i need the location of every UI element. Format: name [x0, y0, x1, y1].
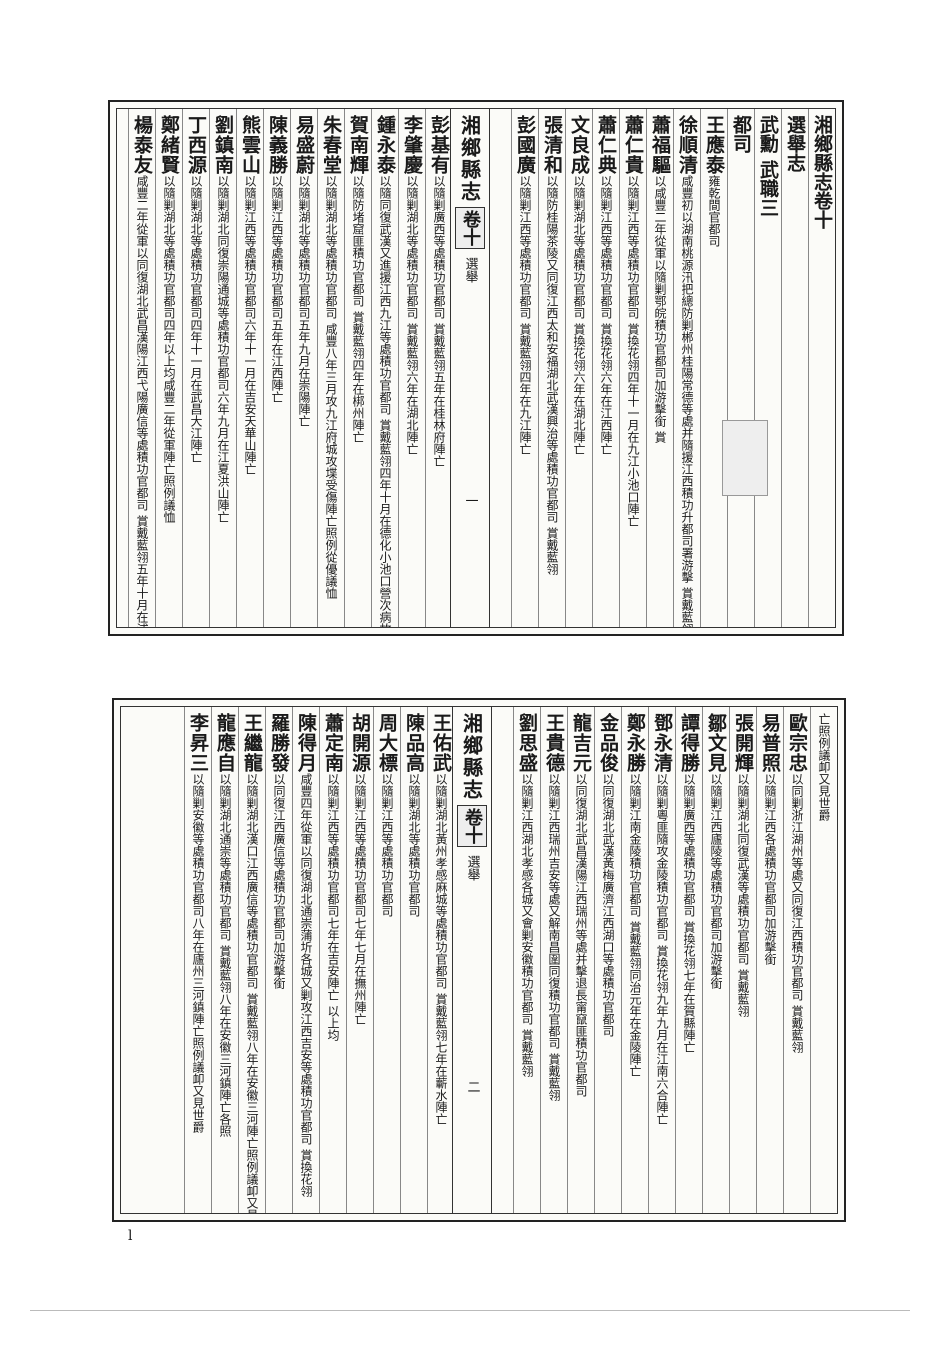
bottom-rule [30, 1310, 910, 1311]
entry: 金品俊以同復湖北武漢黃梅廣濟江西湖口等處積功官都司 [594, 707, 621, 1213]
entry: 陳義勝以隨剿江西等處積功官都司五年在江西陣亡 [263, 109, 290, 627]
lower-running-header: 湘鄉縣志 卷十 選舉 二 [452, 707, 492, 1213]
margin-mark: l [128, 1228, 133, 1244]
upper-page-frame: 湘鄉縣志卷十 選舉志 武勳 武職三 都司 王應泰雍乾間官都司 徐順清咸豐初以湖南… [116, 108, 836, 628]
section-label: 選舉 [464, 855, 480, 881]
section-label: 選舉 [462, 257, 478, 283]
upper-left-columns: 彭基有以隨剿廣西等處積功官都司 賞戴藍翎五年在桂林府陣亡 李肇慶以隨剿湖北等處積… [117, 109, 452, 627]
lower-left-columns: 王佑武以隨剿湖北黃州孝感麻城等處積功官都司 賞戴藍翎七年在蘄水陣亡 陳品高以隨剿… [121, 707, 454, 1213]
rank-heading: 都司 [727, 109, 754, 627]
entry: 文良成以隨剿湖北等處積功官都司 賞換花翎六年在湖北陣亡 [565, 109, 592, 627]
entry: 鄭永勝以隨剿江南金陵積功官都司 賞戴藍翎同治元年在金陵陣亡 [621, 707, 648, 1213]
book-title: 湘鄉縣志 [457, 115, 482, 203]
entry: 蕭福驅以咸豐二年從軍以隨剿鄂皖積功官都司加游擊銜 賞 [646, 109, 673, 627]
entry: 徐順清咸豐初以湖南桃源汛把總防剿郴州桂陽常德等處并隨援江西積功升都司署游擊 賞戴… [673, 109, 700, 627]
lower-page-frame: 亡照例議卹又見世爵 歐宗忠以同剿浙江湖州等處又同復江西積功官都司 賞戴藍翎 易普… [120, 706, 838, 1214]
section-heading: 選舉志 [781, 109, 808, 627]
entry: 張開輝以隨剿湖北同復武漢等處積功官都司 賞戴藍翎 [729, 707, 756, 1213]
book-title: 湘鄉縣志 [459, 713, 484, 801]
entry: 鄭緒賢以隨剿湖北等處積功官都司四年以上均咸豐二年從軍陣亡照例議恤 [155, 109, 182, 627]
entry: 王貴德以隨剿江西瑞州吉安等處又解南昌圍同復積功官都司 賞戴藍翎 [540, 707, 567, 1213]
entry: 歐宗忠以同剿浙江湖州等處又同復江西積功官都司 賞戴藍翎 [783, 707, 810, 1213]
volume-heading: 湘鄉縣志卷十 [808, 109, 835, 627]
entry: 陳品高以隨剿湖北等處積功官都司 [400, 707, 427, 1213]
entry: 楊泰友咸豐二年從軍以同復湖北武昌漢陽江西弋陽廣信等處積功官都司 賞戴藍翎五年十月… [128, 109, 155, 627]
entry: 鍾永泰以隨同復武漢又進援江西九江等處積功官都司 賞戴藍翎四年十月在德化小池口營次… [371, 109, 398, 627]
entry: 劉鎮南以隨剿湖北同復崇陽通城等處積功官都司六年九月在江夏洪山陣亡 [209, 109, 236, 627]
entry: 李肇慶以隨剿湖北等處積功官都司 賞戴藍翎六年在湖北陣亡 [398, 109, 425, 627]
entry: 鄧永清以隨剿粵匪隨攻金陵積功官都司 賞換花翎九年九月在江南六合陣亡 [648, 707, 675, 1213]
entry: 陳得月咸豐四年從軍以同復湖北通崇蒲圻各城又剿攻江西吉安等處積功官都司 賞換花翎 [292, 707, 319, 1213]
entry: 王應泰雍乾間官都司 [700, 109, 727, 627]
entry: 周大標以隨剿江西等處積功官都司 [373, 707, 400, 1213]
entry: 王佑武以隨剿湖北黃州孝感麻城等處積功官都司 賞戴藍翎七年在蘄水陣亡 [427, 707, 454, 1213]
page-number: 二 [464, 1080, 480, 1093]
upper-page: 湘鄉縣志卷十 選舉志 武勳 武職三 都司 王應泰雍乾間官都司 徐順清咸豐初以湖南… [108, 100, 844, 636]
entry: 易普照以隨剿江西各處積功官都司加游擊銜 [756, 707, 783, 1213]
entry: 劉思盛以隨剿江西湖北孝感各城又會剿安徽積功官都司 賞戴藍翎 [513, 707, 540, 1213]
entry: 朱春堂以隨剿湖北等處積功官都司 咸豐八年三月攻九江府城攻堞受傷陣亡照例從優議恤 [317, 109, 344, 627]
entry: 羅勝發以同復江西廣信等處積功官都司加游擊銜 [265, 707, 292, 1213]
entry: 蕭仁貴以隨剿江西等處積功官都司 賞換花翎四年十一月在九江小池口陣亡 [619, 109, 646, 627]
volume-label: 卷十 [457, 805, 487, 847]
entry: 龍吉元以同復湖北武昌漢陽江西瑞州等處并擊退長甯竄匪積功官都司 [567, 707, 594, 1213]
upper-right-columns: 湘鄉縣志卷十 選舉志 武勳 武職三 都司 王應泰雍乾間官都司 徐順清咸豐初以湖南… [490, 109, 835, 627]
entry: 彭國廣以隨剿江西等處積功官都司 賞戴藍翎四年在九江陣亡 [511, 109, 538, 627]
page-number: 一 [462, 494, 478, 507]
entry: 張清和以隨防桂陽茶陵又同復江西太和安福湖北武漢興治等處積功官都司 賞戴藍翎 [538, 109, 565, 627]
entry: 龍應自以隨剿湖北通崇等處積功官都司 賞戴藍翎八年在安徽三河鎮陣亡各照 [211, 707, 238, 1213]
entry: 鄒文見以隨剿江西廬陵等處積功官都司加游擊銜 [702, 707, 729, 1213]
entry: 賀南輝以隨防堵窟匪積功官都司 賞戴藍翎四年在梆州陣亡 [344, 109, 371, 627]
entry-continuation: 亡照例議卹又見世爵 [810, 707, 837, 1213]
lower-right-columns: 亡照例議卹又見世爵 歐宗忠以同剿浙江湖州等處又同復江西積功官都司 賞戴藍翎 易普… [492, 707, 837, 1213]
volume-label: 卷十 [455, 207, 485, 249]
library-seal-stamp [722, 420, 768, 496]
entry: 蕭仁典以隨剿江西等處積功官都司 賞換花翎六年在江西陣亡 [592, 109, 619, 627]
entry: 譚得勝以隨剿廣西等處積功官都司 賞換花翎七年在賀縣陣亡 [675, 707, 702, 1213]
entry: 熊雲山以隨剿江西等處積功官都司六年十一月在吉安天華山陣亡 [236, 109, 263, 627]
entry: 易盛蔚以隨剿湖北等處積功官都司五年九月在崇陽陣亡 [290, 109, 317, 627]
entry: 蕭定南以隨剿江西等處積功官都司七年在吉安陣亡 以上均 [319, 707, 346, 1213]
entry: 彭基有以隨剿廣西等處積功官都司 賞戴藍翎五年在桂林府陣亡 [425, 109, 452, 627]
entry: 胡開源以隨剿江西等處積功官都司七年七月在撫州陣亡 [346, 707, 373, 1213]
lower-page: 亡照例議卹又見世爵 歐宗忠以同剿浙江湖州等處又同復江西積功官都司 賞戴藍翎 易普… [112, 698, 846, 1222]
entry: 李昇三以隨剿安徽等處積功官都司八年在廬州三河鎮陣亡照例議卹又見世爵 [184, 707, 211, 1213]
upper-running-header: 湘鄉縣志 卷十 選舉 一 [450, 109, 490, 627]
subsection-heading: 武勳 武職三 [754, 109, 781, 627]
entry: 丁西源以隨剿湖北等處積功官都司四年十一月在武昌大江陣亡 [182, 109, 209, 627]
entry: 王繼龍以隨剿湖北漢口江西廣信等處積功官都司 賞戴藍翎八年在安徽三河陣亡照例議卹又… [238, 707, 265, 1213]
